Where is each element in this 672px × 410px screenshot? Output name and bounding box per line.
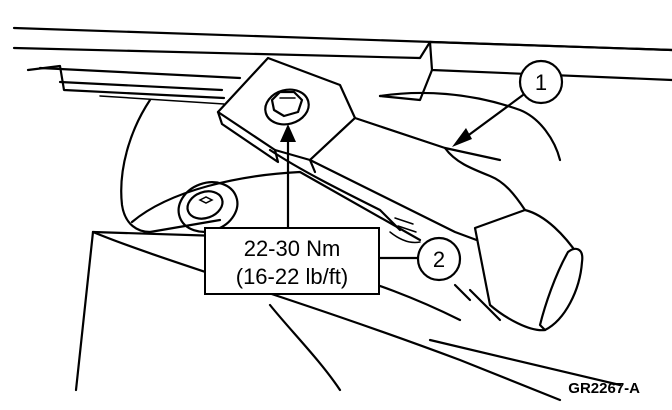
mounting-bolt — [264, 88, 310, 126]
torque-spec-metric: 22-30 Nm — [244, 236, 341, 261]
sensor-bracket — [216, 56, 527, 247]
callout-1-label: 1 — [535, 70, 547, 95]
leader-lines — [280, 93, 525, 260]
sensor-connector — [453, 208, 584, 332]
callout-1: 1 — [518, 59, 564, 105]
torque-spec-imperial: (16-22 lb/ft) — [236, 264, 349, 289]
callout-2: 2 — [416, 236, 462, 282]
callout-2-label: 2 — [433, 247, 445, 272]
frame-rail — [12, 26, 672, 105]
torque-spec-box: 22-30 Nm (16-22 lb/ft) — [204, 227, 380, 295]
figure-id: GR2267-A — [568, 380, 640, 397]
